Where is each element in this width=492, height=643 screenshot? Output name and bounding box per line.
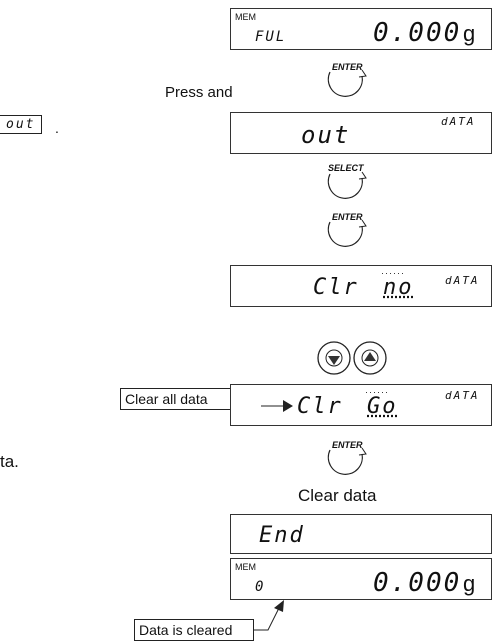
enter-label: ENTER bbox=[332, 62, 363, 72]
display-memory-full: MEM FUL 0.000 g bbox=[230, 8, 492, 50]
text-fragment: ta. bbox=[0, 452, 19, 471]
display-value: 0.000 bbox=[373, 18, 462, 48]
display-sub-label: 0 bbox=[255, 579, 266, 595]
enter-label: ENTER bbox=[332, 440, 363, 450]
display-main-text: out bbox=[301, 121, 351, 149]
data-tag: dATA bbox=[441, 115, 476, 128]
clear-data-text: Clear data bbox=[298, 486, 377, 505]
down-arrow-button[interactable] bbox=[317, 341, 351, 375]
display-value: 0.000 bbox=[373, 568, 462, 598]
up-arrow-icon bbox=[364, 352, 376, 361]
display-out: out dATA bbox=[230, 112, 492, 154]
display-unit: g bbox=[463, 571, 476, 596]
display-clr-text: Clr bbox=[297, 394, 343, 419]
display-main-text: End bbox=[259, 523, 305, 548]
display-end: End bbox=[230, 514, 492, 554]
enter-label: ENTER bbox=[332, 212, 363, 222]
display-memory-cleared: MEM 0 0.000 g bbox=[230, 558, 492, 600]
blink-dots: ······ bbox=[381, 268, 405, 278]
mem-indicator: MEM bbox=[235, 562, 256, 572]
display-unit: g bbox=[463, 21, 476, 46]
blink-dots: ······ bbox=[365, 387, 389, 397]
arrow-pointer-icon bbox=[261, 400, 293, 412]
mem-indicator: MEM bbox=[235, 12, 256, 22]
period-dot: . bbox=[55, 120, 59, 136]
enter-button-2[interactable]: ENTER bbox=[310, 208, 380, 252]
enter-button[interactable]: ENTER bbox=[310, 58, 380, 102]
data-tag: dATA bbox=[445, 389, 480, 402]
display-clr-text: Clr bbox=[313, 275, 359, 300]
callout-data-is-cleared: Data is cleared bbox=[134, 619, 254, 641]
button-arc-icon bbox=[327, 69, 367, 97]
up-arrow-button[interactable] bbox=[353, 341, 387, 375]
select-button[interactable]: SELECT bbox=[310, 160, 380, 204]
press-and-text: Press and bbox=[165, 84, 233, 101]
enter-button-3[interactable]: ENTER bbox=[310, 436, 380, 480]
display-no-text: no bbox=[383, 275, 414, 300]
out-reference-box: out bbox=[0, 115, 43, 134]
display-sub-label: FUL bbox=[255, 29, 287, 45]
display-clr-go: Clr Go ······ dATA bbox=[230, 384, 492, 426]
button-arc-icon bbox=[327, 171, 367, 199]
select-label: SELECT bbox=[328, 163, 364, 173]
arrow-buttons bbox=[317, 341, 387, 375]
display-go-text: Go bbox=[367, 394, 398, 419]
callout-clear-all-data: Clear all data bbox=[120, 388, 232, 410]
data-tag: dATA bbox=[445, 274, 480, 287]
button-arc-icon bbox=[327, 447, 367, 475]
display-clr-no: Clr no ······ dATA bbox=[230, 265, 492, 307]
button-arc-icon bbox=[327, 219, 367, 247]
callout-leader-line bbox=[254, 600, 284, 631]
down-arrow-icon bbox=[328, 356, 340, 365]
